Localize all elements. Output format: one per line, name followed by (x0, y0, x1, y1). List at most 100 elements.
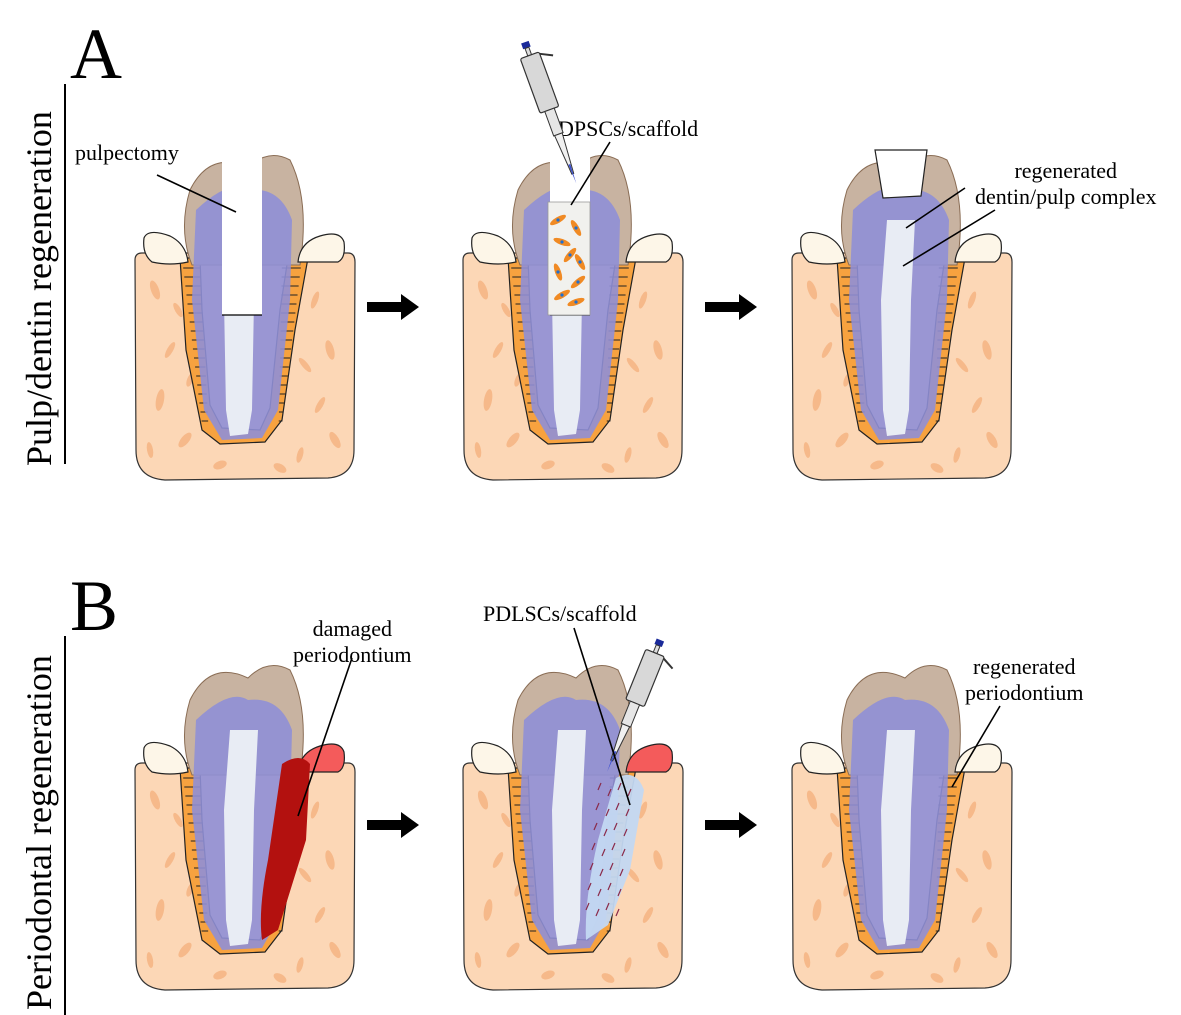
tooth-pulp (881, 730, 915, 946)
bone-texture (638, 291, 648, 309)
stem-cell (589, 862, 594, 871)
cell-nucleus (556, 218, 560, 222)
cell-nucleus (576, 280, 580, 284)
bone-texture (835, 942, 849, 958)
bone-texture (506, 942, 520, 958)
callout-pdlscs-scaffold: PDLSCs/scaffold (483, 601, 637, 627)
bone-texture (803, 952, 811, 968)
callout-text: pulpectomy (75, 140, 179, 165)
leader-line-regen-perio (951, 705, 1001, 788)
callout-text: PDLSCs/scaffold (483, 601, 637, 626)
bone-texture (601, 973, 615, 983)
bone-texture (624, 957, 632, 973)
bone-texture (653, 340, 663, 360)
bone-texture (506, 432, 520, 448)
bone-texture (477, 280, 489, 300)
leader-line-pdlscs (573, 627, 631, 806)
bone-texture (298, 357, 312, 373)
bone-texture (173, 812, 183, 828)
bone-texture (806, 790, 818, 810)
bone-texture (870, 970, 884, 980)
cell-nucleus (574, 300, 578, 304)
bone-texture (310, 801, 320, 819)
leader-line-damaged (297, 657, 353, 817)
gum-left (800, 231, 846, 265)
stem-cell (605, 808, 610, 817)
bone-texture (624, 447, 632, 463)
leader-line-regen-dentin-1 (905, 187, 966, 229)
bone-texture (830, 812, 840, 828)
stem-cell (617, 782, 622, 791)
stem-cell (591, 842, 596, 851)
bone-texture (173, 302, 183, 318)
callout-damaged-periodontium: damaged periodontium (293, 616, 412, 668)
arrow-right-icon (367, 812, 419, 838)
stem-cell (587, 882, 592, 891)
bone-texture (642, 397, 654, 413)
stem-cell (595, 802, 600, 811)
stem-cell (615, 908, 620, 917)
stem-cell (623, 828, 628, 837)
stem-cell (625, 808, 630, 817)
bone-texture (477, 790, 489, 810)
stem-cell (601, 848, 606, 857)
bone-texture (642, 907, 654, 923)
bone-texture (812, 899, 822, 921)
bone-texture (806, 280, 818, 300)
bone-texture (149, 790, 161, 810)
bone-texture (325, 340, 335, 360)
arrow-right-icon (705, 812, 757, 838)
bone-texture (626, 867, 640, 883)
row-divider-b (64, 636, 66, 1015)
gum-right (625, 743, 673, 773)
bone-texture (296, 957, 304, 973)
bone-texture (273, 973, 287, 983)
tooth-illustration-b2 (462, 665, 684, 991)
arrow-right-icon (705, 294, 757, 320)
bone-texture (325, 850, 335, 870)
bone-texture (835, 432, 849, 448)
tooth-pulp (224, 730, 258, 946)
bone-texture (314, 397, 326, 413)
callout-text-line1: damaged (312, 616, 392, 641)
panel-letter-a: A (70, 14, 122, 94)
stem-cell (607, 788, 612, 797)
stem-cell (597, 888, 602, 897)
bone-texture (626, 357, 640, 373)
bone-texture (821, 852, 833, 868)
gum-right (625, 233, 673, 263)
gum-right (954, 743, 1002, 773)
bone-texture (149, 280, 161, 300)
bone-texture (298, 867, 312, 883)
stem-cell (609, 862, 614, 871)
bone-texture (164, 342, 176, 358)
pdlscs-scaffold (585, 774, 644, 940)
gum-left (471, 741, 517, 775)
bone-texture (314, 907, 326, 923)
tooth-pulp (552, 730, 586, 946)
callout-regenerated-periodontium: regenerated periodontium (965, 654, 1084, 706)
cell-nucleus (574, 226, 578, 230)
gum-right (297, 233, 345, 263)
bone-texture (296, 447, 304, 463)
bone-texture (982, 850, 992, 870)
bone-texture (986, 431, 998, 449)
bone-texture (273, 463, 287, 473)
bone-texture (483, 389, 493, 411)
bone-texture (967, 801, 977, 819)
bone-texture (146, 952, 154, 968)
tooth-illustration-a2 (462, 150, 684, 481)
leader-line-pulpectomy (156, 174, 237, 213)
callout-text: DPSCs/scaffold (558, 116, 699, 141)
stem-cell (599, 868, 604, 877)
bone-texture (474, 952, 482, 968)
callout-text-line1: regenerated (972, 654, 1076, 679)
bone-texture (955, 867, 969, 883)
damaged-periodontium (260, 758, 310, 940)
bone-texture (164, 852, 176, 868)
bone-texture (657, 431, 669, 449)
cell-nucleus (568, 253, 572, 257)
bone-texture (492, 342, 504, 358)
bone-texture (830, 302, 840, 318)
